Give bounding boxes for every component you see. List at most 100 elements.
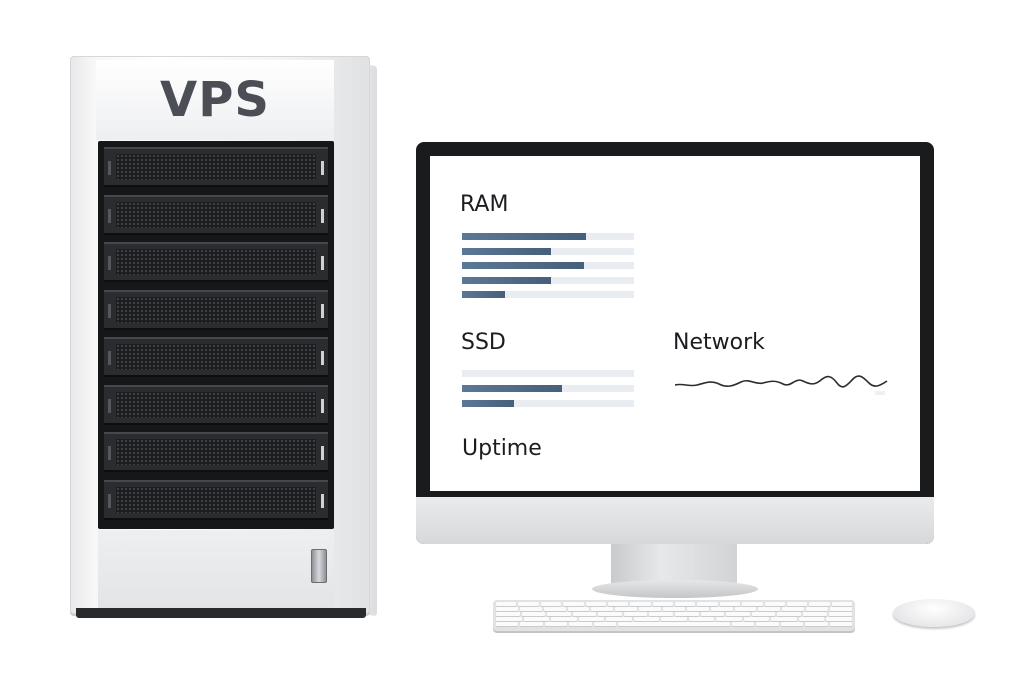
keyboard-key[interactable] — [572, 612, 597, 616]
drive-bay — [104, 337, 328, 377]
keyboard-key[interactable] — [639, 607, 662, 611]
keyboard-key[interactable] — [630, 602, 651, 606]
keyboard-key[interactable] — [544, 622, 568, 626]
keyboard-row — [496, 602, 852, 606]
ram-bar-fill — [462, 262, 585, 269]
keyboard-key[interactable] — [623, 612, 648, 616]
keyboard-key[interactable] — [496, 602, 517, 606]
keyboard-key[interactable] — [734, 607, 757, 611]
keyboard-key[interactable] — [828, 612, 853, 616]
mouse-icon[interactable] — [893, 599, 975, 627]
keyboard-key[interactable] — [521, 612, 546, 616]
keyboard-key[interactable] — [618, 622, 731, 626]
keyboard-key[interactable] — [786, 602, 808, 606]
ssd-bar — [462, 400, 634, 407]
keyboard-key[interactable] — [607, 602, 629, 606]
keyboard-key[interactable] — [496, 612, 520, 616]
keyboard-key[interactable] — [758, 607, 781, 611]
keyboard-key[interactable] — [697, 602, 718, 606]
drive-bay — [104, 289, 328, 330]
keyboard-key[interactable] — [649, 612, 674, 616]
keyboard-key[interactable] — [798, 617, 825, 621]
keyboard-key[interactable] — [543, 607, 566, 611]
keyboard-key[interactable] — [519, 607, 542, 611]
keyboard-key[interactable] — [826, 617, 852, 621]
keyboard-key[interactable] — [829, 622, 853, 626]
keyboard-key[interactable] — [563, 602, 584, 606]
tower-feet — [76, 608, 366, 618]
keyboard-key[interactable] — [551, 617, 577, 621]
monitor-screen: RAM SSD Network Uptime — [430, 156, 920, 491]
keyboard-key[interactable] — [606, 617, 632, 621]
drive-latch — [108, 208, 111, 223]
keyboard-key[interactable] — [782, 607, 805, 611]
network-activity-graph — [675, 375, 888, 395]
keyboard-key[interactable] — [710, 607, 733, 611]
keyboard-key[interactable] — [652, 602, 673, 606]
keyboard-key[interactable] — [496, 617, 522, 621]
drive-bay — [104, 479, 328, 520]
keyboard-key[interactable] — [806, 607, 829, 611]
keyboard-row — [496, 607, 852, 611]
power-button-icon[interactable] — [311, 549, 327, 583]
keyboard-key[interactable] — [569, 622, 592, 626]
ssd-title: SSD — [461, 330, 506, 355]
drive-latch — [108, 493, 111, 508]
keyboard-key[interactable] — [809, 602, 830, 606]
keyboard-key[interactable] — [732, 622, 755, 626]
keyboard-key[interactable] — [756, 622, 779, 626]
keyboard-key[interactable] — [675, 612, 699, 616]
keyboard-key[interactable] — [802, 612, 827, 616]
keyboard-key[interactable] — [598, 612, 622, 616]
keyboard-key[interactable] — [719, 602, 741, 606]
keyboard-key[interactable] — [686, 607, 709, 611]
keyboard-key[interactable] — [593, 622, 617, 626]
keyboard-key[interactable] — [523, 617, 550, 621]
keyboard-key[interactable] — [805, 622, 828, 626]
keyboard-key[interactable] — [547, 612, 571, 616]
keyboard-row — [496, 622, 853, 626]
keyboard-key[interactable] — [777, 612, 801, 616]
drive-mesh — [116, 296, 316, 323]
tower-base-panel — [98, 530, 334, 610]
keyboard-key[interactable] — [751, 612, 776, 616]
keyboard-key[interactable] — [700, 612, 725, 616]
ssd-bar — [462, 370, 634, 377]
keyboard-key[interactable] — [716, 617, 742, 621]
ram-bar-fill — [462, 276, 552, 284]
keyboard-key[interactable] — [518, 602, 539, 606]
keyboard-key[interactable] — [615, 607, 638, 611]
keyboard-key[interactable] — [540, 602, 562, 606]
keyboard-icon[interactable] — [493, 600, 855, 631]
keyboard-key[interactable] — [831, 602, 852, 606]
keyboard-key[interactable] — [496, 622, 519, 626]
keyboard-key[interactable] — [742, 602, 763, 606]
ram-title: RAM — [460, 192, 509, 217]
keyboard-key[interactable] — [520, 622, 543, 626]
keyboard-key[interactable] — [496, 607, 518, 611]
keyboard-key[interactable] — [663, 607, 685, 611]
keyboard-key[interactable] — [688, 617, 715, 621]
keyboard-key[interactable] — [830, 607, 852, 611]
keyboard-key[interactable] — [578, 617, 605, 621]
drive-latch — [321, 351, 324, 365]
keyboard-key[interactable] — [567, 607, 590, 611]
keyboard-key[interactable] — [764, 602, 785, 606]
keyboard-key[interactable] — [661, 617, 687, 621]
ram-bar-fill — [462, 291, 505, 298]
keyboard-key[interactable] — [743, 617, 770, 621]
keyboard-key[interactable] — [726, 612, 750, 616]
ssd-bar — [462, 385, 634, 392]
keyboard-key[interactable] — [771, 617, 797, 621]
drive-latch — [108, 351, 111, 365]
keyboard-key[interactable] — [675, 602, 696, 606]
keyboard-key[interactable] — [591, 607, 614, 611]
server-tower: VPS — [0, 0, 400, 683]
keyboard-key[interactable] — [780, 622, 804, 626]
keyboard-key[interactable] — [585, 602, 606, 606]
drive-mesh — [116, 486, 316, 513]
drive-mesh — [116, 154, 316, 180]
ram-bar — [462, 247, 634, 255]
keyboard-key[interactable] — [633, 617, 660, 621]
ram-bar-fill — [462, 233, 586, 240]
